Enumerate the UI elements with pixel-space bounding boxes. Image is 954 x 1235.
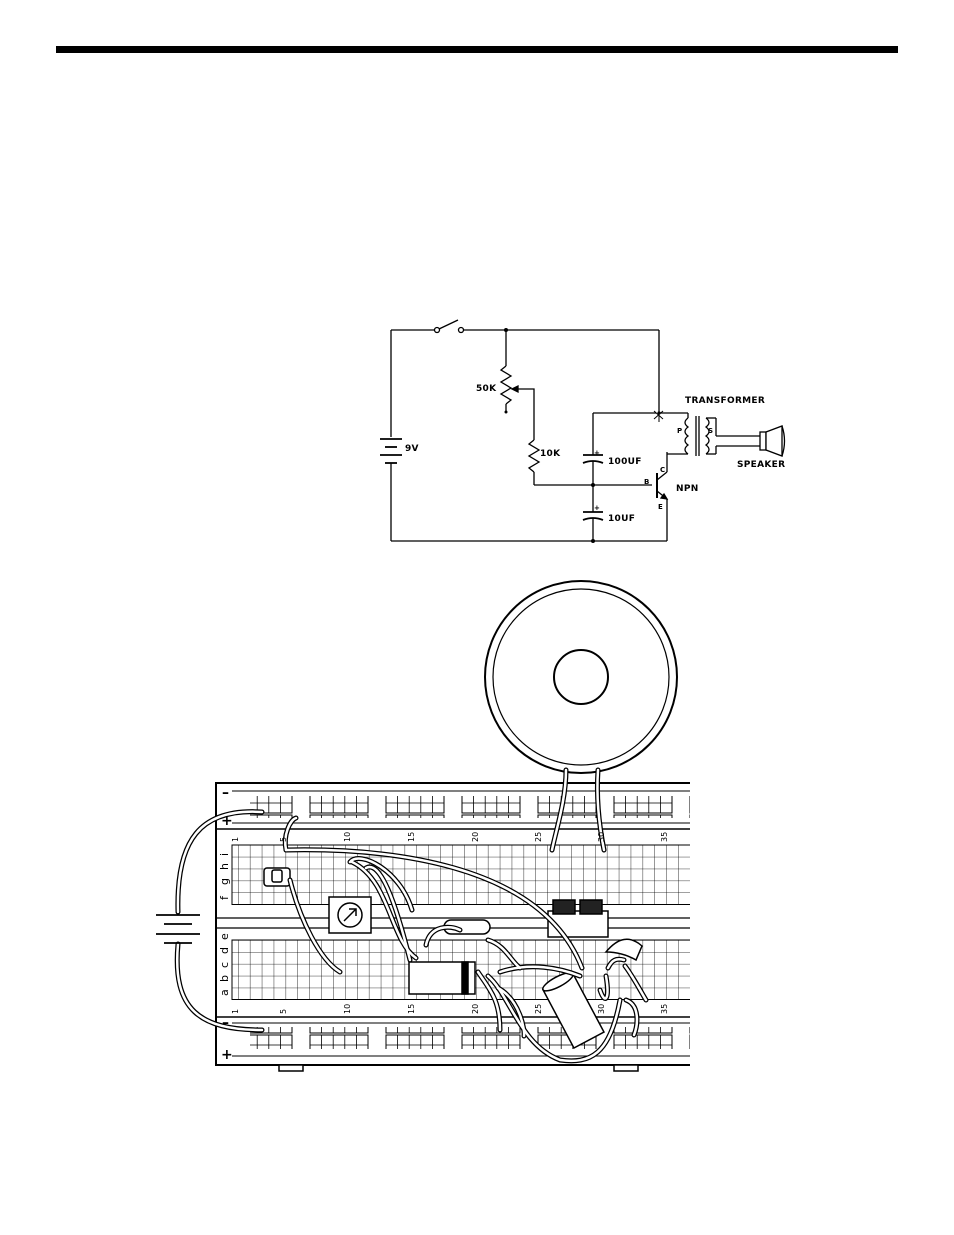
column-number: 20 (471, 832, 480, 842)
upper-terminal-strip (232, 845, 736, 905)
column-number: 10 (343, 1004, 352, 1014)
column-number: 35 (660, 1004, 669, 1014)
rail-minus-bottom: – (222, 1015, 229, 1031)
rail-plus-top: + (221, 813, 233, 829)
column-number: 10 (343, 832, 352, 842)
battery-symbol (156, 915, 200, 943)
column-number: 5 (279, 837, 288, 842)
rail-plus-bottom: + (221, 1047, 233, 1063)
column-number: 1 (231, 837, 240, 842)
bottom-power-rail (250, 1027, 736, 1049)
column-number: 25 (534, 832, 543, 842)
column-number: 30 (597, 832, 606, 842)
row-letter: a (218, 989, 231, 996)
column-number: 35 (660, 832, 669, 842)
row-letter: g (218, 878, 231, 885)
row-letter: b (218, 975, 231, 982)
lower-terminal-strip (232, 940, 736, 1000)
top-power-rail (250, 796, 736, 818)
row-letter: e (218, 933, 231, 940)
column-number: 15 (407, 832, 416, 842)
column-number: 25 (534, 1004, 543, 1014)
row-letter: c (218, 962, 231, 968)
speaker-part (485, 581, 677, 773)
column-number: 1 (231, 1009, 240, 1014)
column-number: 20 (471, 1004, 480, 1014)
row-letter: h (218, 863, 231, 870)
rail-minus-top: – (222, 785, 229, 801)
row-letter: i (218, 853, 231, 856)
column-number: 5 (279, 1009, 288, 1014)
column-number: 30 (597, 1004, 606, 1014)
column-number: 15 (407, 1004, 416, 1014)
row-letter: d (218, 947, 231, 954)
